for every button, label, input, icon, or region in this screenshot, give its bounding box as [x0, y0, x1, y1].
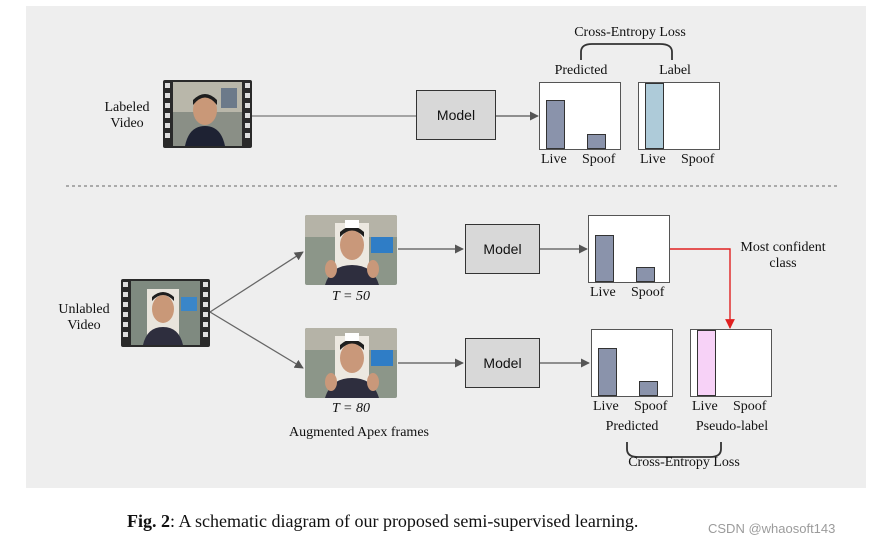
- branch1-split-arrow: [209, 251, 304, 313]
- branch1-predicted-histogram: [588, 215, 670, 283]
- top-model-box: Model: [416, 90, 496, 140]
- branch1-tick-live: Live: [590, 285, 616, 300]
- branch2-tick-spoof: Spoof: [634, 399, 668, 414]
- live-bar: [697, 330, 716, 396]
- figure-caption: Fig. 2: A schematic diagram of our propo…: [127, 511, 638, 532]
- top-predicted-tick-live: Live: [541, 152, 567, 167]
- spoof-bar: [639, 381, 658, 396]
- branch2-model-label: Model: [483, 355, 522, 371]
- pseudo-tick-live: Live: [692, 399, 718, 414]
- augmented-apex-label: Augmented Apex frames: [289, 425, 429, 440]
- top-label-tick-spoof: Spoof: [681, 152, 715, 167]
- branch2-model-box: Model: [465, 338, 540, 388]
- top-loss-bracket: [580, 43, 673, 60]
- live-bar: [595, 235, 614, 282]
- branch1-t-label: T = 50: [332, 289, 370, 304]
- watermark: CSDN @whaosoft143: [708, 521, 836, 536]
- caption-text: : A schematic diagram of our proposed se…: [170, 511, 639, 531]
- top-label-tick-live: Live: [640, 152, 666, 167]
- confidence-arrow: [670, 248, 735, 329]
- bottom-loss-label: Cross-Entropy Loss: [628, 455, 740, 470]
- branch1-tick-spoof: Spoof: [631, 285, 665, 300]
- bottom-pseudo-label: Pseudo-label: [695, 419, 769, 434]
- bottom-predicted-label: Predicted: [605, 419, 659, 434]
- branch2-tick-live: Live: [593, 399, 619, 414]
- spoof-bar: [636, 267, 655, 282]
- pseudo-tick-spoof: Spoof: [733, 399, 767, 414]
- branch1-face-photo-icon: [305, 215, 397, 285]
- figure-number: Fig. 2: [127, 511, 170, 531]
- branch2-t-label: T = 80: [332, 401, 370, 416]
- top-predicted-tick-spoof: Spoof: [582, 152, 616, 167]
- bottom-loss-bracket: [626, 442, 722, 458]
- branch1-model-box: Model: [465, 224, 540, 274]
- branch2-predicted-histogram: [591, 329, 673, 397]
- unlabeled-video-film-strip-icon: [121, 279, 210, 347]
- spoof-bar: [587, 134, 606, 149]
- live-bar: [598, 348, 617, 396]
- pseudo-label-histogram: [690, 329, 772, 397]
- live-bar: [645, 83, 664, 149]
- branch1-model-label: Model: [483, 241, 522, 257]
- branch2-split-arrow: [209, 311, 304, 369]
- branch2-face-photo-icon: [305, 328, 397, 398]
- top-model-label: Model: [436, 107, 476, 123]
- labeled-video-film-strip-icon: [163, 80, 252, 148]
- top-label-label: Label: [659, 63, 691, 78]
- top-predicted-histogram: [539, 82, 621, 150]
- live-bar: [546, 100, 565, 149]
- top-label-histogram: [638, 82, 720, 150]
- top-loss-label: Cross-Entropy Loss: [574, 25, 686, 40]
- top-predicted-label: Predicted: [554, 63, 608, 78]
